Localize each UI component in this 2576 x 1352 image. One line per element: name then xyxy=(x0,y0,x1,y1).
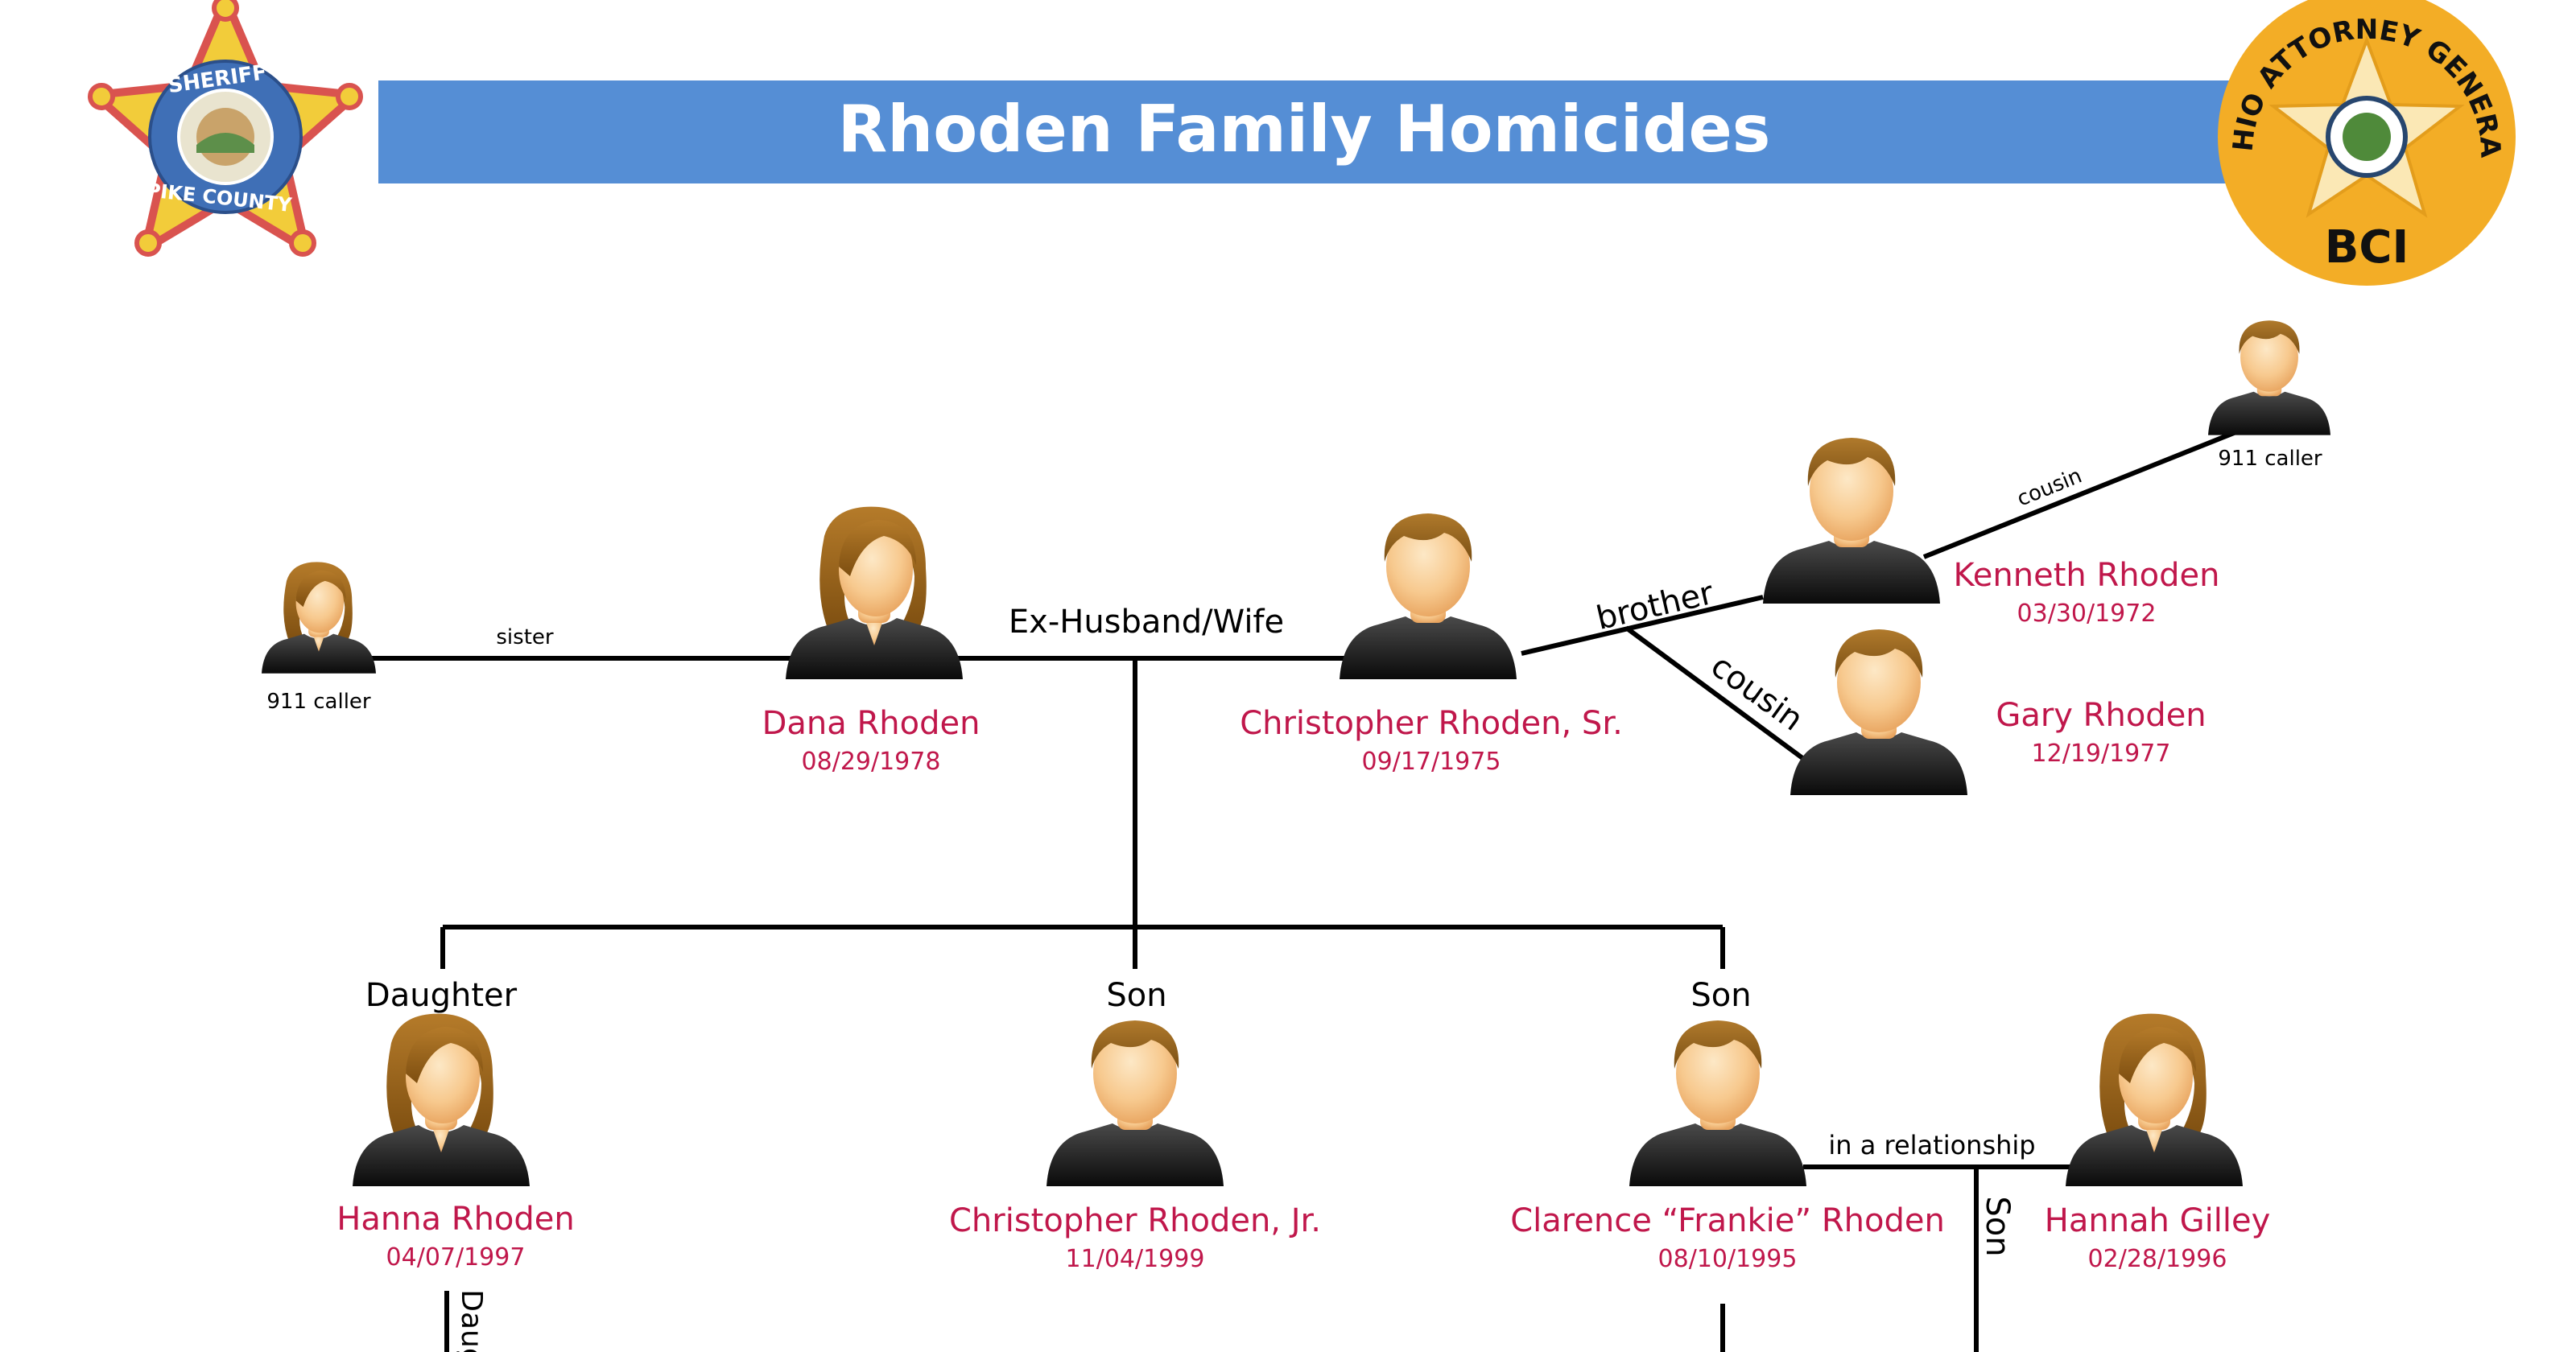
header-bar xyxy=(378,80,2230,183)
person-date: 02/28/1996 xyxy=(2088,1245,2227,1273)
person-hannah-gilley: Hannah Gilley 02/28/1996 xyxy=(2045,1013,2271,1273)
label-daughter-vertical: Daug xyxy=(455,1289,488,1352)
cousin-gary-line xyxy=(1624,625,1813,767)
cousin-caller-label: 911 caller xyxy=(2218,447,2322,471)
female-avatar-icon xyxy=(2066,1013,2243,1186)
bci-bottom-text: BCI xyxy=(2325,221,2409,274)
person-christopher-rhoden-jr: Christopher Rhoden, Jr. 11/04/1999 xyxy=(949,1020,1321,1273)
male-avatar-icon xyxy=(1763,438,1940,604)
person-dana-rhoden: Dana Rhoden 08/29/1978 xyxy=(762,506,980,776)
person-name: Clarence “Frankie” Rhoden xyxy=(1510,1202,1945,1239)
female-avatar-icon xyxy=(262,562,376,674)
label-in-a-relationship: in a relationship xyxy=(1828,1130,2035,1160)
page-title: Rhoden Family Homicides xyxy=(838,92,1771,167)
sister-caller-label: 911 caller xyxy=(266,690,371,714)
cousin-caller-line xyxy=(1922,416,2272,559)
male-avatar-icon xyxy=(2208,320,2330,435)
label-sister: sister xyxy=(496,625,554,649)
person-gary-rhoden: Gary Rhoden 12/19/1977 xyxy=(1790,629,2207,795)
male-avatar-icon xyxy=(1046,1020,1224,1186)
label-daughter: Daughter xyxy=(365,977,518,1014)
label-brother: brother xyxy=(1593,575,1718,637)
person-date: 08/10/1995 xyxy=(1658,1245,1798,1273)
person-name: Gary Rhoden xyxy=(1996,697,2206,734)
person-kenneth-rhoden: Kenneth Rhoden 03/30/1972 xyxy=(1763,438,2219,628)
female-avatar-icon xyxy=(786,506,963,679)
person-name: Dana Rhoden xyxy=(762,705,980,742)
male-avatar-icon xyxy=(1790,629,1967,795)
male-avatar-icon xyxy=(1629,1020,1806,1186)
label-son-frankie: Son xyxy=(1690,977,1751,1014)
person-name: Hanna Rhoden xyxy=(336,1201,575,1238)
person-name: Christopher Rhoden, Jr. xyxy=(949,1202,1321,1239)
label-son-jr: Son xyxy=(1106,977,1166,1014)
person-name: Hannah Gilley xyxy=(2045,1202,2271,1239)
person-date: 09/17/1975 xyxy=(1362,748,1501,776)
label-son-vertical: Son xyxy=(1979,1196,2016,1256)
person-date: 04/07/1997 xyxy=(386,1243,526,1272)
person-sister-caller: 911 caller xyxy=(262,562,376,714)
person-name: Kenneth Rhoden xyxy=(1954,557,2220,594)
person-date: 03/30/1972 xyxy=(2017,600,2157,628)
person-cousin-caller: 911 caller xyxy=(2208,320,2330,471)
header: Rhoden Family Homicides xyxy=(378,80,2230,183)
person-date: 08/29/1978 xyxy=(802,748,941,776)
person-name: Christopher Rhoden, Sr. xyxy=(1240,705,1623,742)
person-date: 11/04/1999 xyxy=(1066,1245,1205,1273)
connector-lines xyxy=(370,416,2272,1352)
brother-line xyxy=(1521,595,1764,656)
person-christopher-rhoden-sr: Christopher Rhoden, Sr. 09/17/1975 xyxy=(1240,513,1623,776)
sheriff-badge-logo: SHERIFF PIKE COUNTY xyxy=(88,0,363,257)
person-clarence-frankie-rhoden: Clarence “Frankie” Rhoden 08/10/1995 xyxy=(1510,1020,1945,1273)
male-avatar-icon xyxy=(1340,513,1517,679)
bci-logo: OHIO ATTORNEY GENERAL BCI xyxy=(2218,0,2516,286)
female-avatar-icon xyxy=(353,1013,530,1186)
label-ex-spouse: Ex-Husband/Wife xyxy=(1009,604,1284,641)
person-hanna-rhoden: Hanna Rhoden 04/07/1997 xyxy=(336,1013,575,1272)
person-date: 12/19/1977 xyxy=(2032,740,2171,768)
